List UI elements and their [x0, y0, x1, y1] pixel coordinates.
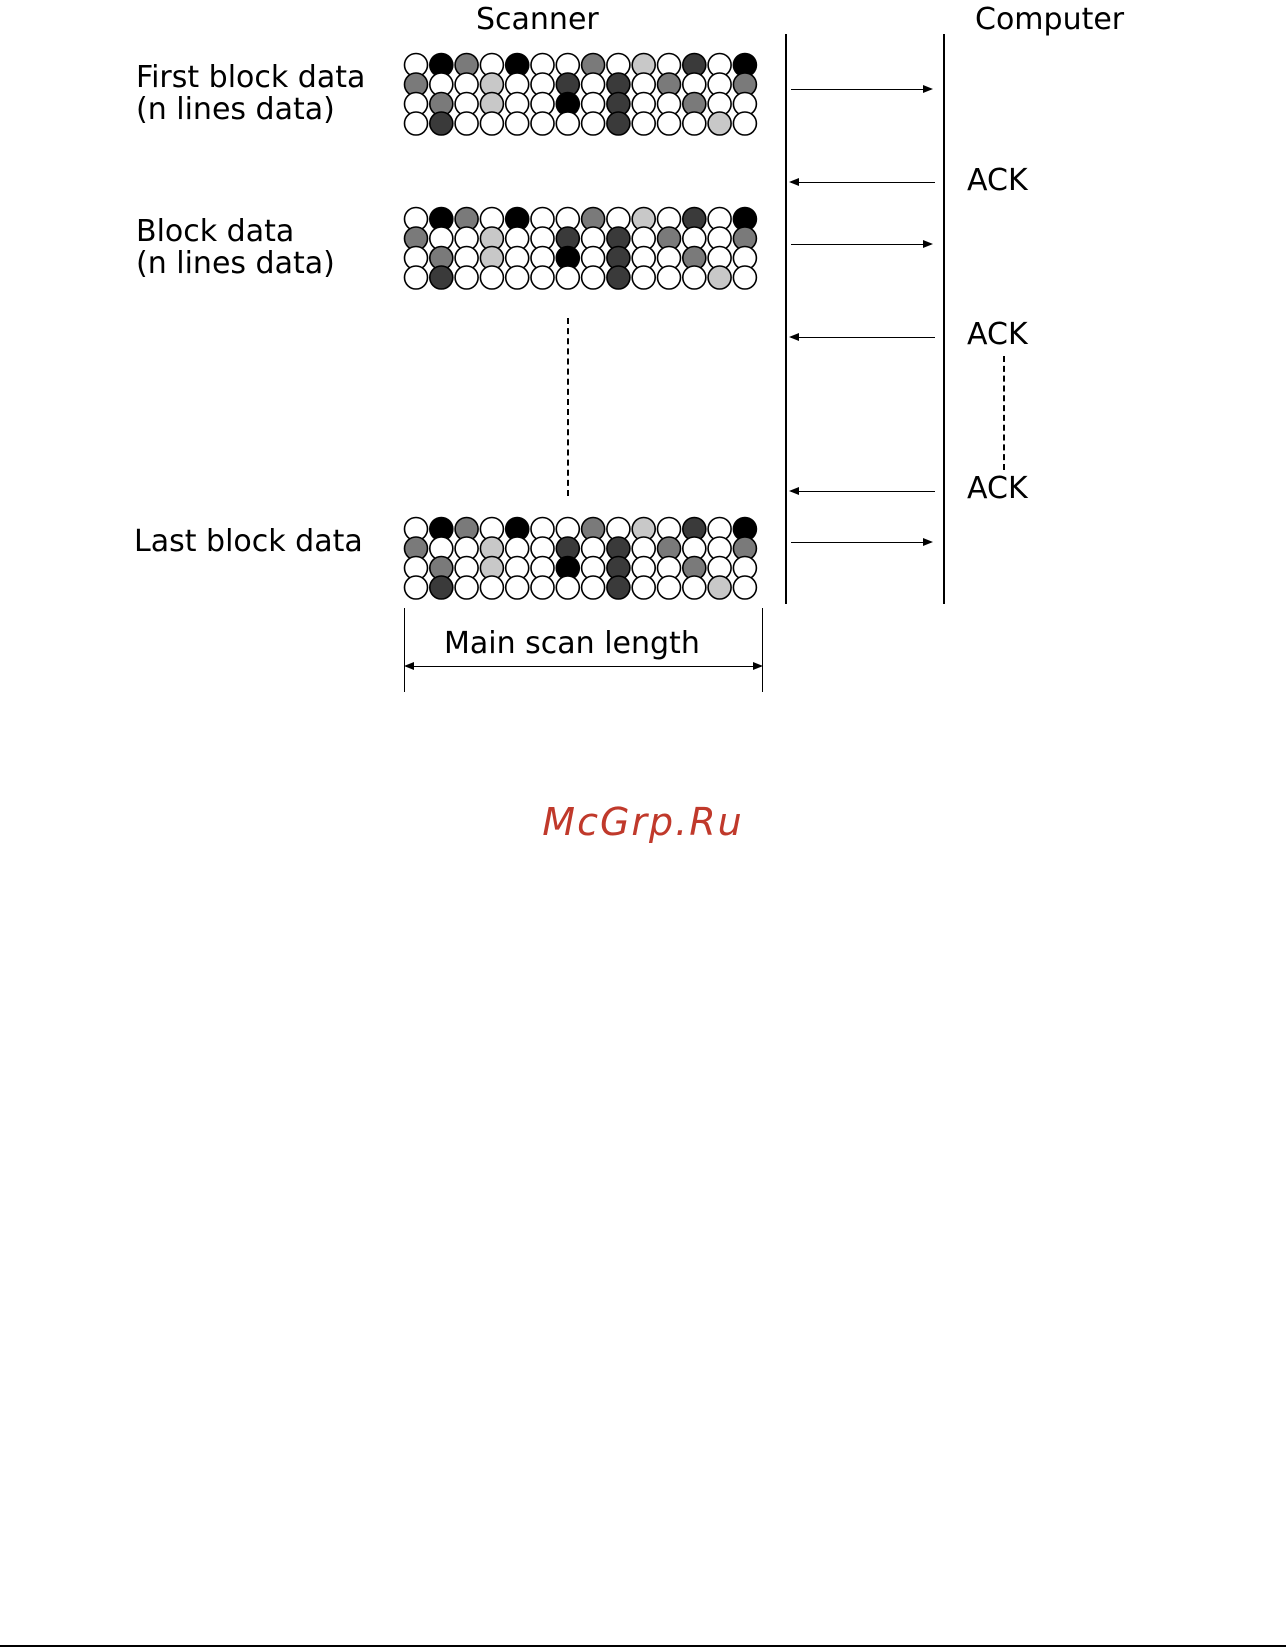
dimension-left-extension — [404, 608, 405, 692]
ack-arrow-2 — [791, 337, 935, 338]
pixel-dot — [658, 112, 681, 135]
pixel-dot — [430, 576, 453, 599]
pixel-dot — [531, 576, 554, 599]
pixel-dot — [582, 576, 605, 599]
pixel-dot — [708, 576, 731, 599]
pixel-dot — [658, 576, 681, 599]
middle-block-label: Block data — [136, 216, 294, 248]
ack-continuation-dashes — [1003, 356, 1005, 470]
scanner-continuation-dashes — [567, 318, 569, 496]
pixel-dot — [480, 576, 503, 599]
last-block-dots — [404, 518, 764, 608]
pixel-dot — [556, 112, 579, 135]
ack-label-2: ACK — [967, 319, 1028, 351]
pixel-dot — [683, 576, 706, 599]
page-bottom-rule — [0, 1645, 1286, 1647]
dimension-arrow — [406, 666, 761, 667]
computer-header: Computer — [975, 4, 1124, 36]
ack-arrow-3 — [791, 491, 935, 492]
pixel-dot — [480, 112, 503, 135]
dimension-right-extension — [762, 608, 763, 692]
pixel-dot — [733, 266, 756, 289]
pixel-dot — [556, 266, 579, 289]
pixel-dot — [658, 266, 681, 289]
pixel-dot — [683, 266, 706, 289]
pixel-dot — [480, 266, 503, 289]
pixel-dot — [632, 576, 655, 599]
pixel-dot — [632, 266, 655, 289]
ack-arrow-1 — [791, 182, 935, 183]
ack-label-3: ACK — [967, 473, 1028, 505]
scanner-header: Scanner — [476, 4, 599, 36]
pixel-dot — [607, 112, 630, 135]
pixel-dot — [708, 112, 731, 135]
pixel-dot — [405, 266, 428, 289]
pixel-dot — [405, 576, 428, 599]
pixel-dot — [531, 266, 554, 289]
pixel-dot — [607, 576, 630, 599]
pixel-dot — [733, 576, 756, 599]
pixel-dot — [430, 112, 453, 135]
pixel-dot — [455, 112, 478, 135]
first-block-dots — [404, 54, 764, 144]
pixel-dot — [405, 112, 428, 135]
pixel-dot — [582, 266, 605, 289]
pixel-dot — [556, 576, 579, 599]
pixel-dot — [582, 112, 605, 135]
pixel-dot — [506, 576, 529, 599]
pixel-dot — [632, 112, 655, 135]
pixel-dot — [683, 112, 706, 135]
pixel-dot — [506, 112, 529, 135]
last-block-label: Last block data — [134, 526, 363, 558]
computer-timeline — [943, 34, 945, 604]
watermark: McGrp.Ru — [0, 800, 1286, 844]
pixel-dot — [733, 112, 756, 135]
ack-label-1: ACK — [967, 165, 1028, 197]
middle-block-dots — [404, 208, 764, 298]
data-arrow-2 — [791, 244, 931, 245]
pixel-dot — [430, 266, 453, 289]
main-scan-length-label: Main scan length — [444, 628, 700, 660]
pixel-dot — [607, 266, 630, 289]
data-arrow-1 — [791, 89, 931, 90]
first-block-label: First block data — [136, 62, 365, 94]
scanner-timeline — [785, 34, 787, 604]
first-block-sublabel: (n lines data) — [136, 94, 335, 126]
data-arrow-3 — [791, 542, 931, 543]
middle-block-sublabel: (n lines data) — [136, 248, 335, 280]
pixel-dot — [455, 576, 478, 599]
pixel-dot — [708, 266, 731, 289]
pixel-dot — [455, 266, 478, 289]
pixel-dot — [506, 266, 529, 289]
pixel-dot — [531, 112, 554, 135]
